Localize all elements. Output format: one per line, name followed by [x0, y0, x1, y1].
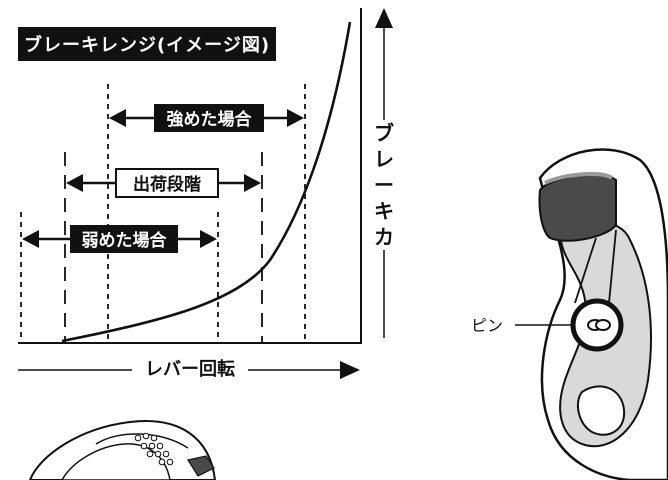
pin-label: ピン [471, 316, 504, 335]
arrowhead-left [22, 230, 39, 248]
lever-illustration [515, 148, 668, 480]
lever-arm-right [608, 229, 617, 304]
range-strong-label: 強めた場合 [167, 109, 253, 130]
pin-shadow [595, 319, 611, 331]
range-factory-label: 出荷段階 [133, 174, 201, 195]
range-weak-label: 弱めた場合 [82, 230, 168, 251]
arrowhead-right [200, 230, 217, 248]
reel-rim [95, 433, 189, 449]
lever-arm-left [574, 237, 597, 304]
y-axis-label: ブ レ ー キ カ [370, 120, 398, 250]
y-axis-arrowhead [375, 8, 393, 28]
range-factory-box [115, 168, 219, 198]
reel-holes [134, 432, 174, 466]
diagram-title: ブレーキレンジ(イメージ図) [18, 27, 276, 61]
range-weak: 弱めた場合 [22, 225, 217, 253]
reel-handle [187, 455, 215, 477]
arrowhead-left [109, 109, 126, 127]
x-axis-label: レバー回転 [132, 357, 248, 383]
brake-curve [61, 21, 352, 343]
range-factory: 出荷段階 [66, 168, 261, 198]
arrowhead-left [66, 174, 83, 192]
lever-hole [576, 385, 626, 436]
range-weak-box [70, 225, 178, 253]
x-axis-arrowhead [340, 361, 360, 379]
guide-lines [20, 84, 306, 343]
arrowhead-right [244, 174, 261, 192]
lever-knob [538, 173, 617, 242]
range-strong-box [154, 104, 264, 132]
range-strong: 強めた場合 [109, 104, 304, 132]
knob-highlight [544, 171, 614, 185]
reel-spool [61, 443, 171, 480]
reel-illustration [28, 420, 217, 480]
arrowhead-right [287, 109, 304, 127]
